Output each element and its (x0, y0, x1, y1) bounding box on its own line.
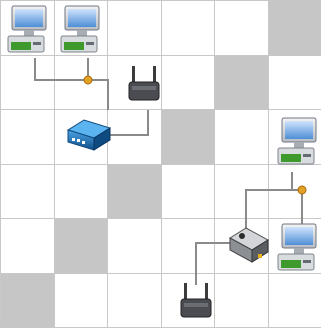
wifi-router-icon[interactable] (181, 283, 211, 317)
wifi-router-icon[interactable] (129, 66, 159, 100)
network-hub-icon[interactable] (68, 120, 110, 150)
junction-dot-icon (298, 186, 306, 194)
cable-wire (196, 243, 232, 285)
computer-icon[interactable] (278, 224, 316, 270)
cable-wire (35, 58, 88, 80)
junction-dot-icon (84, 76, 92, 84)
cable-wire (246, 190, 302, 228)
computer-icon[interactable] (61, 6, 99, 52)
computer-icon[interactable] (8, 6, 46, 52)
modem-icon[interactable] (230, 228, 268, 262)
cable-wire (108, 110, 148, 135)
cable-wire (88, 80, 108, 110)
computer-icon[interactable] (278, 118, 316, 164)
